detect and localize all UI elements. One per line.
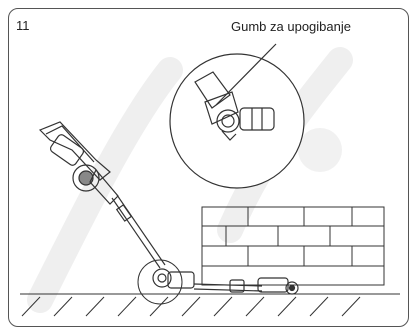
brick-wall <box>201 206 385 286</box>
floor-hatching <box>20 293 400 317</box>
step-number: 11 <box>16 18 30 33</box>
stick-vacuum-illustration <box>38 121 299 305</box>
callout-label-fold-button: Gumb za upogibanje <box>231 19 351 34</box>
detail-magnifier-circle <box>169 43 305 189</box>
